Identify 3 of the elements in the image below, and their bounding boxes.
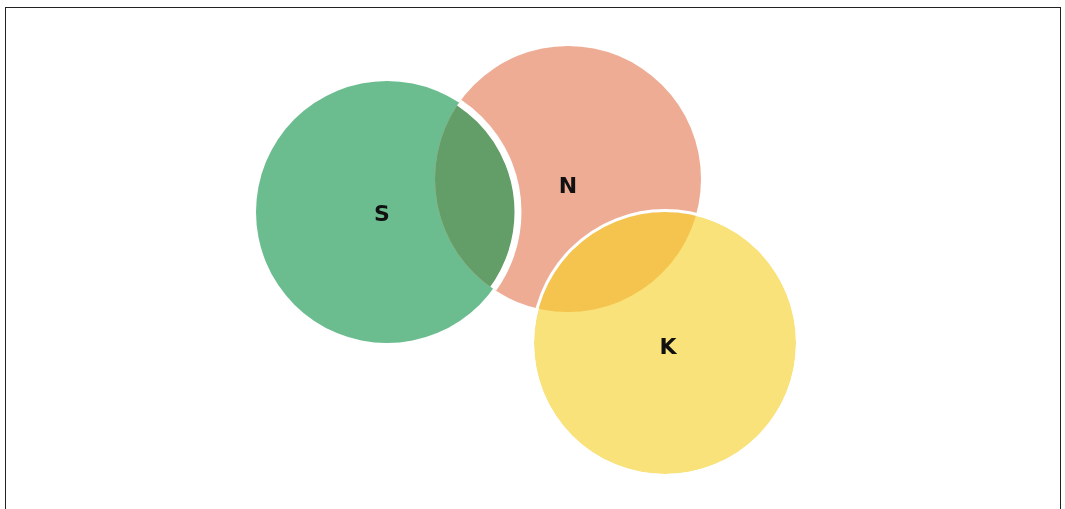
set-label: K (659, 333, 677, 359)
set-label: S (374, 200, 390, 226)
set-label: N (558, 172, 578, 198)
